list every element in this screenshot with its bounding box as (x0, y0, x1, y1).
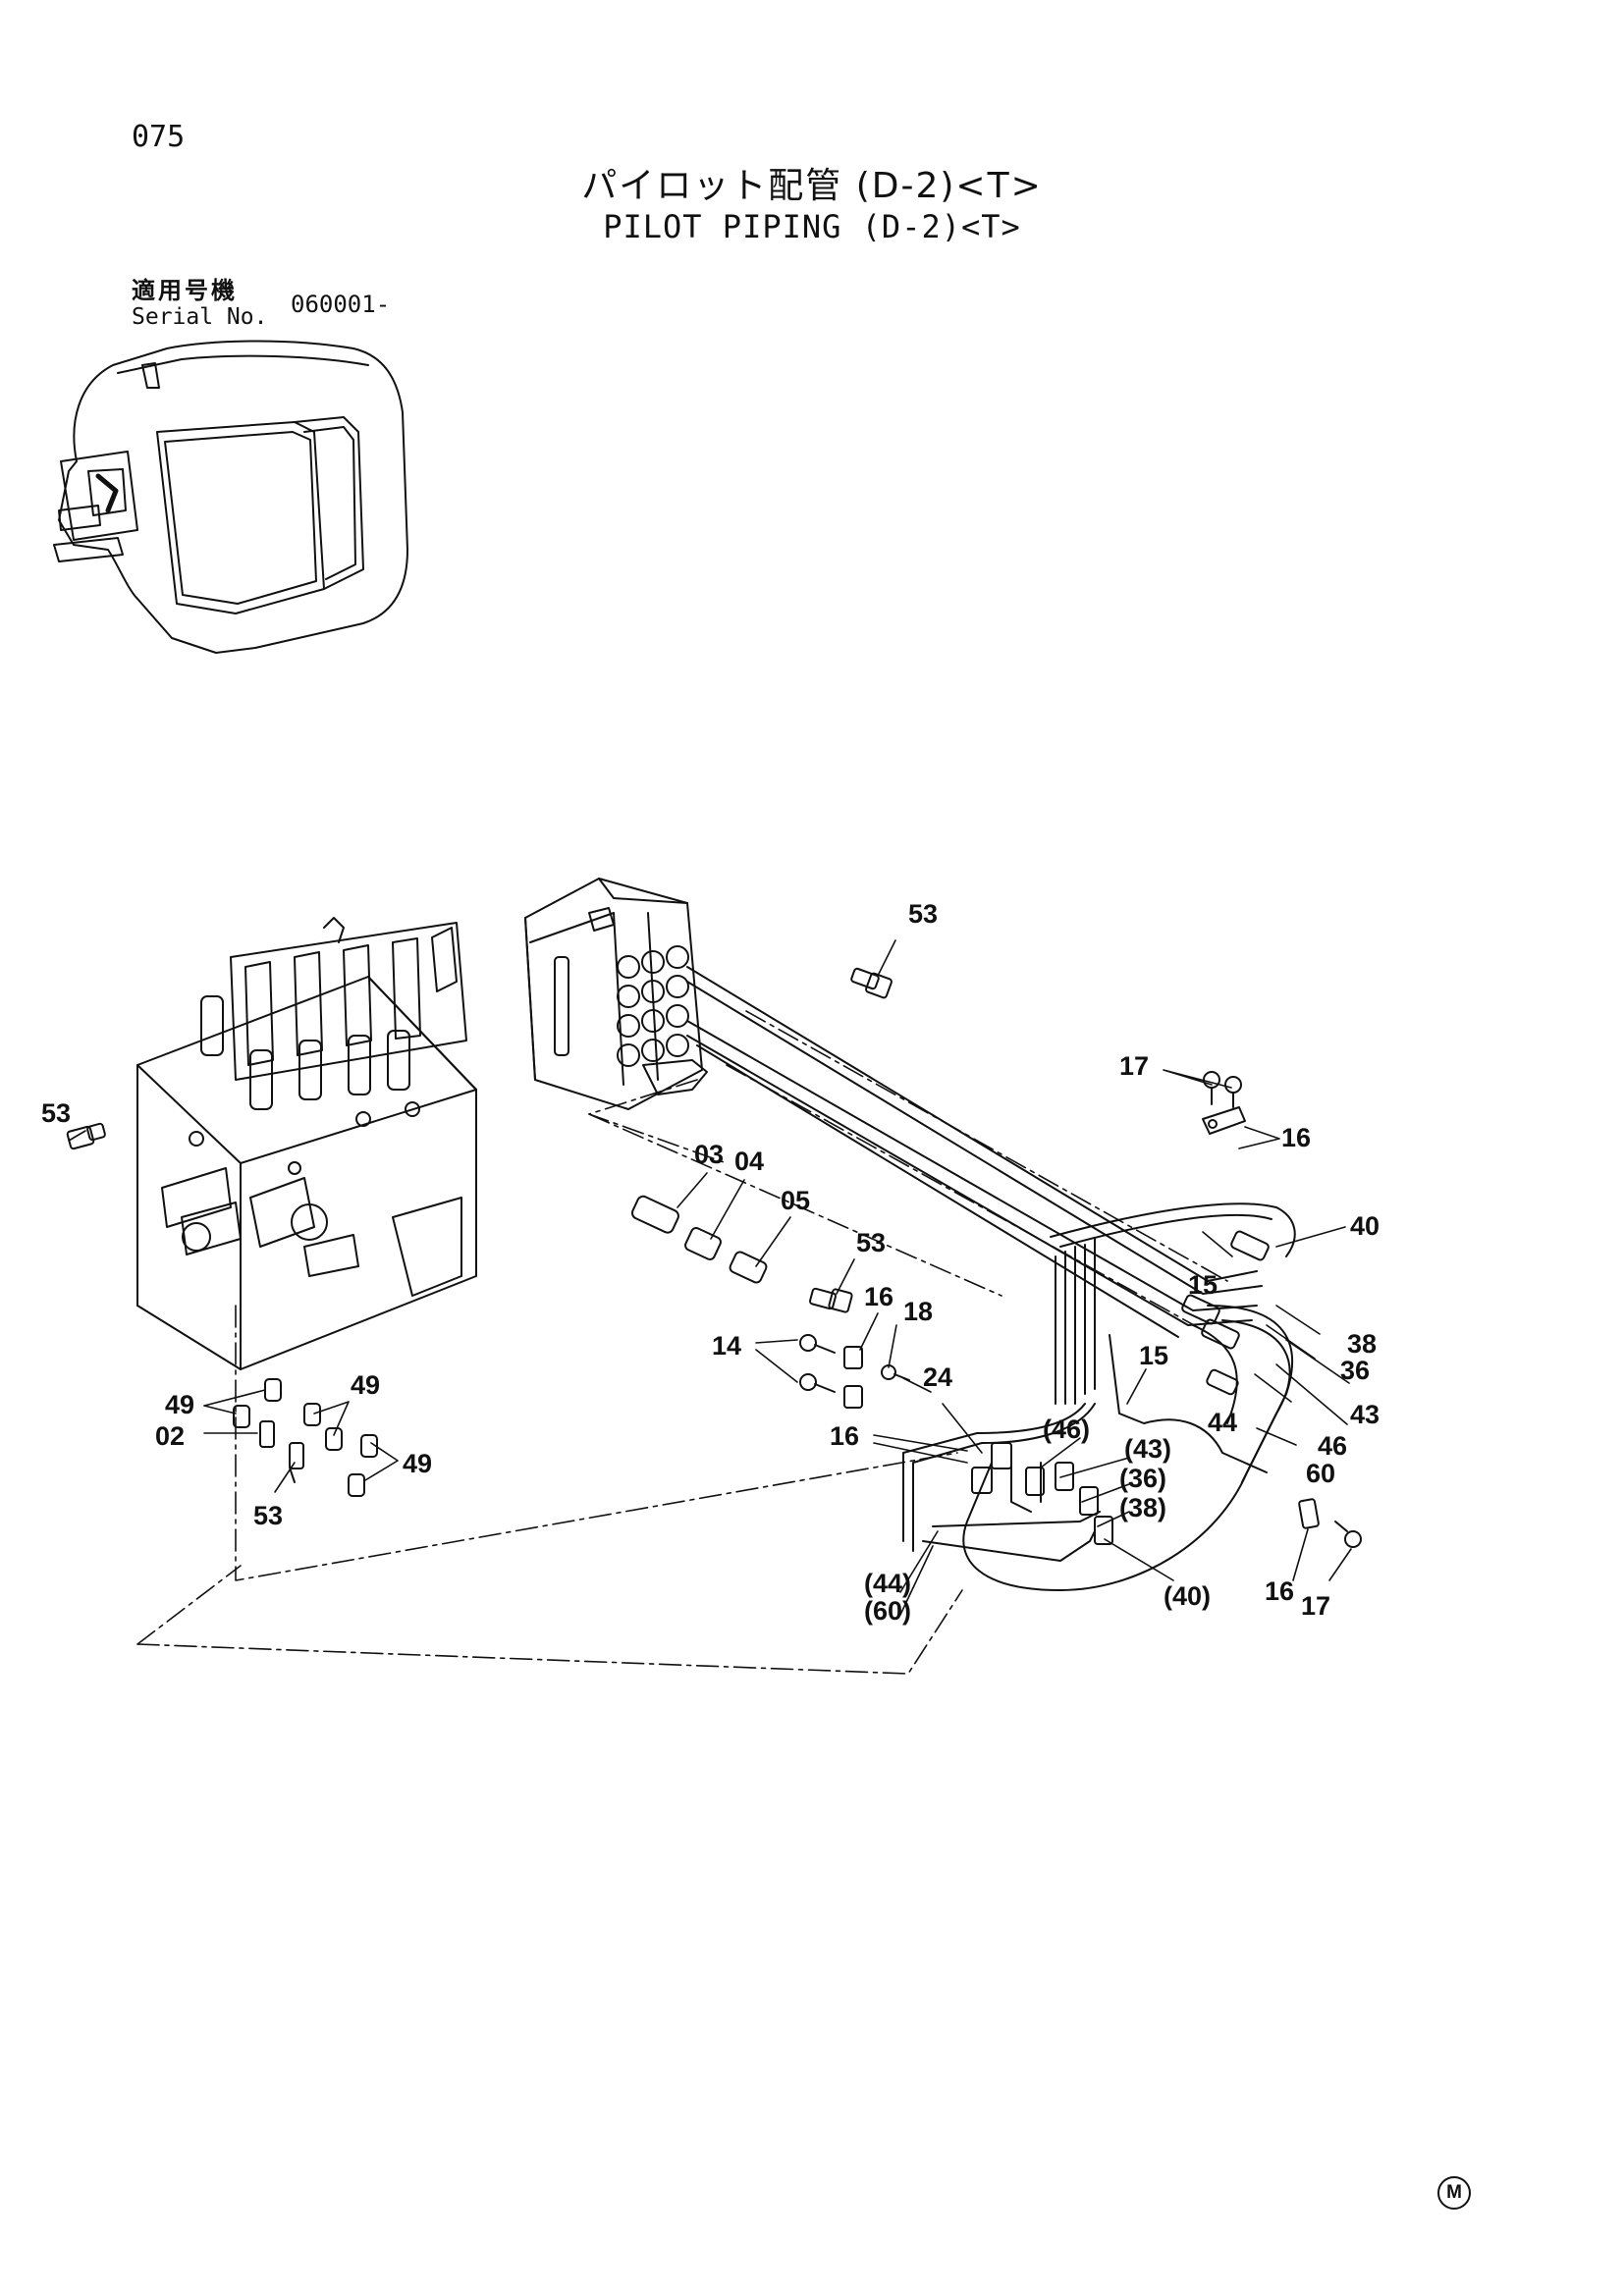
callout-53-top: 53 (908, 899, 938, 929)
leader-lines (68, 939, 1352, 1616)
callout-40-paren: (40) (1164, 1581, 1211, 1611)
callout-16-bottom: 16 (1265, 1576, 1294, 1606)
page-number: 075 (132, 120, 186, 154)
excavator-cab-thumbnail (53, 340, 408, 654)
part-53-left (66, 1122, 106, 1150)
parts-16-17-top (1202, 1071, 1246, 1135)
callout-53-left: 53 (41, 1098, 71, 1128)
callout-16-cluster: 16 (830, 1421, 859, 1451)
callout-49-right-top: 49 (351, 1370, 380, 1400)
callout-05: 05 (781, 1186, 810, 1215)
parts-03-04-05 (630, 1195, 768, 1284)
manufacturer-mark: M (1437, 2176, 1471, 2210)
callout-46: 46 (1318, 1431, 1347, 1461)
parts-16-17-bottom (1298, 1498, 1362, 1548)
callout-15-top: 15 (1188, 1270, 1218, 1300)
part-53-top (850, 967, 893, 999)
serial-label-english: Serial No. (132, 304, 268, 330)
callout-14: 14 (712, 1331, 741, 1361)
callout-24: 24 (923, 1362, 952, 1392)
callout-16-top: 16 (1281, 1123, 1311, 1152)
callout-60-paren: (60) (864, 1596, 911, 1626)
callout-44-paren: (44) (864, 1569, 911, 1598)
callout-36-paren: (36) (1119, 1464, 1166, 1493)
part-53-middle (809, 1287, 853, 1313)
callout-49-right-bottom: 49 (403, 1449, 432, 1478)
callout-44: 44 (1208, 1408, 1237, 1437)
hose-fittings (971, 1230, 1270, 1545)
page-title-english: PILOT PIPING (D-2)<T> (603, 208, 1021, 245)
callout-03: 03 (694, 1140, 724, 1169)
control-valve-block (136, 917, 477, 1370)
callout-49-left-top: 49 (165, 1390, 194, 1419)
parts-49-02-53-left (233, 1378, 378, 1497)
callout-43: 43 (1350, 1400, 1380, 1429)
callout-53-bottom: 53 (253, 1501, 283, 1530)
callout-15-middle: 15 (1139, 1341, 1168, 1370)
callout-60: 60 (1306, 1459, 1335, 1488)
callout-38: 38 (1347, 1329, 1377, 1359)
callout-53-middle: 53 (856, 1228, 886, 1257)
callout-40: 40 (1350, 1211, 1380, 1241)
callout-04: 04 (734, 1147, 764, 1176)
callout-17-top: 17 (1119, 1051, 1149, 1081)
page-title-japanese: パイロット配管 (D-2)<T> (581, 166, 1043, 206)
callout-46-paren: (46) (1043, 1415, 1090, 1444)
serial-number-value: 060001- (291, 291, 391, 318)
callout-16-middle: 16 (864, 1282, 893, 1311)
callout-17-bottom: 17 (1301, 1591, 1330, 1621)
callout-labels: 53 17 16 40 53 03 04 05 53 15 38 36 43 4… (41, 899, 1380, 1626)
callout-38-paren: (38) (1119, 1493, 1166, 1522)
assembly-lines (136, 1010, 1228, 1675)
callout-18: 18 (903, 1297, 933, 1326)
callout-36: 36 (1340, 1356, 1370, 1385)
callout-43-paren: (43) (1124, 1434, 1171, 1464)
serial-label-japanese: 適用号機 (132, 277, 238, 304)
pilot-valve-block (524, 878, 708, 1110)
callout-02: 02 (155, 1421, 185, 1451)
